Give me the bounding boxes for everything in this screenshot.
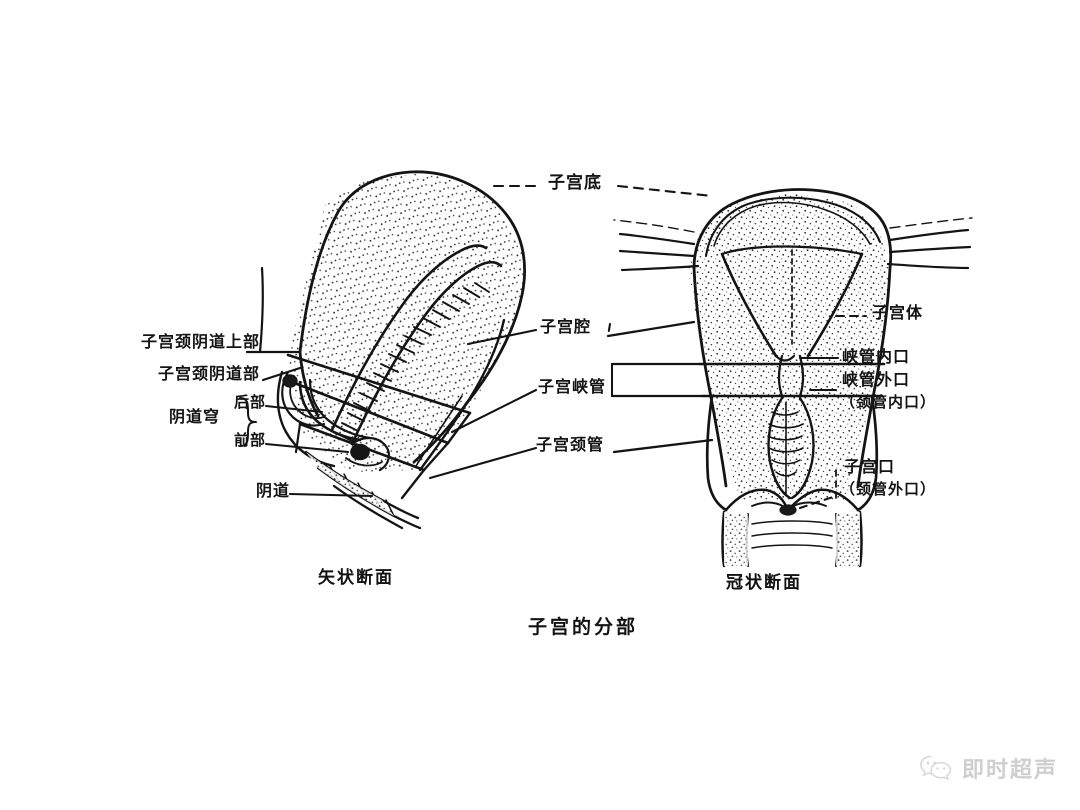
label-cervical-canal: 子宫颈管: [536, 435, 605, 454]
caption-sagittal: 矢状断面: [318, 568, 394, 588]
label-cervix-vaginal-part: 子宫颈阴道部: [157, 364, 260, 383]
label-cervix-supravaginal: 子宫颈阴道上部: [140, 332, 260, 351]
caption-coronal: 冠状断面: [726, 573, 802, 593]
label-uterine-os: 子宫口: [844, 457, 896, 476]
label-vagina: 阴道: [255, 481, 290, 500]
label-vaginal-fornix: 阴道穹: [168, 407, 220, 426]
label-fornix-anterior: 前部: [233, 431, 266, 449]
sagittal-drawing: [245, 170, 526, 530]
label-isthmus-external-os: 峡管外口: [842, 370, 911, 389]
wechat-icon: [920, 755, 952, 781]
watermark: 即时超声: [919, 752, 1058, 784]
watermark-text: 即时超声: [961, 758, 1058, 783]
coronal-drawing: [606, 188, 973, 568]
label-uterine-os-alt: （颈管外口）: [840, 480, 937, 498]
label-fundus: 子宫底: [548, 173, 602, 193]
label-isthmus-external-os-alt: （颈管内口）: [840, 393, 937, 411]
caption-main-title: 子宫的分部: [528, 616, 639, 638]
label-uterine-cavity: 子宫腔: [540, 317, 592, 336]
label-isthmus-canal: 子宫峡管: [538, 377, 607, 396]
label-corpus-uteri: 子宫体: [872, 303, 924, 322]
label-fornix-posterior: 后部: [233, 393, 266, 411]
leader-lines: [239, 184, 868, 510]
label-isthmus-internal-os: 峡管内口: [842, 347, 911, 366]
